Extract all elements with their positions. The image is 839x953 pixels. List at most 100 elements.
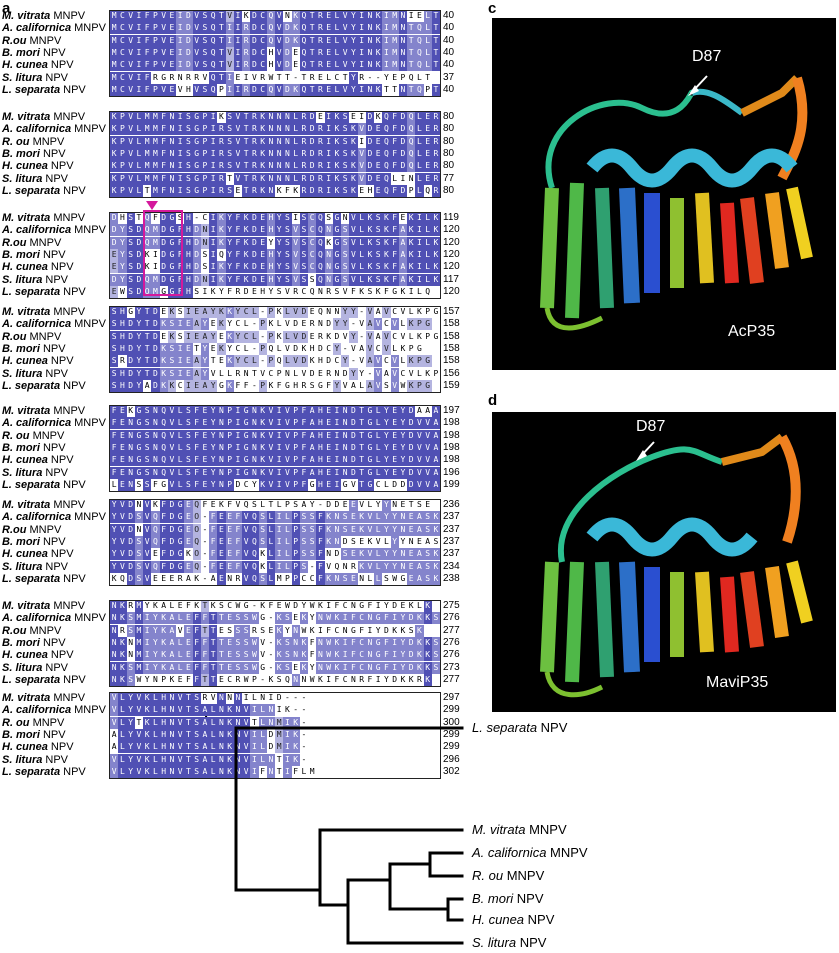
residue: K (308, 624, 317, 637)
residue: A (423, 405, 432, 417)
residue (423, 716, 432, 729)
residue: M (110, 22, 119, 35)
residue: E (217, 560, 226, 573)
residue: E (308, 306, 317, 318)
residue: Y (110, 499, 119, 511)
residue: C (258, 46, 267, 59)
residue: Q (299, 22, 308, 35)
residue: D (407, 454, 416, 467)
residue: - (200, 511, 209, 524)
residue: Y (382, 548, 391, 561)
residue: L (324, 71, 333, 84)
residue: Y (209, 441, 218, 454)
residue: I (374, 673, 383, 686)
residue: I (143, 649, 152, 662)
residue (365, 753, 374, 766)
residue: V (110, 716, 119, 729)
species-name: B. mori NPV (2, 248, 66, 261)
residue: E (167, 46, 176, 59)
residue: L (415, 123, 424, 136)
residue: V (415, 466, 424, 479)
residue: G (176, 535, 185, 548)
residue: W (299, 624, 308, 637)
residue: G (423, 318, 432, 331)
residue: V (365, 560, 374, 573)
residue: E (407, 548, 416, 561)
residue: I (324, 123, 333, 136)
residue: V (341, 22, 350, 35)
species-name: L. separata NPV (2, 379, 86, 392)
residue: F (316, 511, 325, 524)
residue: D (349, 405, 358, 417)
residue: Q (151, 560, 160, 573)
residue: C (258, 22, 267, 35)
residue: D (308, 184, 317, 197)
residue: V (126, 10, 135, 22)
residue: N (266, 123, 275, 136)
residue: L (258, 753, 267, 766)
residue: P (159, 673, 168, 686)
residue: V (258, 636, 267, 649)
residue: F (192, 612, 201, 625)
residue: T (283, 71, 292, 84)
residue: E (324, 405, 333, 417)
residue: K (217, 261, 226, 274)
residue: N (365, 34, 374, 47)
residue: F (233, 560, 242, 573)
residue: F (225, 285, 234, 298)
residue: Q (316, 236, 325, 249)
residue: Y (225, 248, 234, 261)
residue: K (415, 306, 424, 318)
residue: G (332, 273, 341, 286)
residue: K (258, 135, 267, 148)
residue (431, 704, 440, 717)
residue: T (250, 367, 259, 380)
residue: V (291, 330, 300, 343)
residue: F (151, 212, 160, 224)
residue-count: 277 (443, 624, 460, 636)
residue: L (415, 600, 424, 612)
residue: V (110, 753, 119, 766)
residue (431, 600, 440, 612)
residue: L (167, 600, 176, 612)
residue: V (192, 46, 201, 59)
residue: G (423, 355, 432, 368)
residue: K (349, 147, 358, 160)
residue: Y (398, 429, 407, 442)
residue: T (390, 83, 399, 96)
residue: L (176, 478, 185, 491)
residue: G (242, 405, 251, 417)
residue: D (151, 367, 160, 380)
residue: T (357, 405, 366, 417)
residue-count: 80 (443, 111, 455, 122)
residue: Y (398, 612, 407, 625)
residue: Q (382, 184, 391, 197)
residue: S (200, 46, 209, 59)
species-name: M. vitrata MNPV (2, 306, 86, 318)
residue: K (365, 261, 374, 274)
residue: C (308, 572, 317, 585)
residue: D (184, 22, 193, 35)
residue: S (242, 661, 251, 674)
residue: K (151, 499, 160, 511)
residue: N (398, 548, 407, 561)
residue: T (341, 71, 350, 84)
tree-label-r-ou: R. ou MNPV (472, 868, 545, 883)
residue: V (299, 367, 308, 380)
residue: - (291, 704, 300, 717)
residue: F (159, 523, 168, 536)
residue: T (357, 466, 366, 479)
species-name: R.ou MNPV (2, 330, 62, 343)
residue: S (291, 499, 300, 511)
residue: I (143, 624, 152, 637)
residue-count: 120 (443, 248, 460, 260)
residue: M (134, 636, 143, 649)
residue: V (291, 355, 300, 368)
residue: - (299, 728, 308, 741)
residue: V (341, 379, 350, 392)
residue: Q (250, 523, 259, 536)
